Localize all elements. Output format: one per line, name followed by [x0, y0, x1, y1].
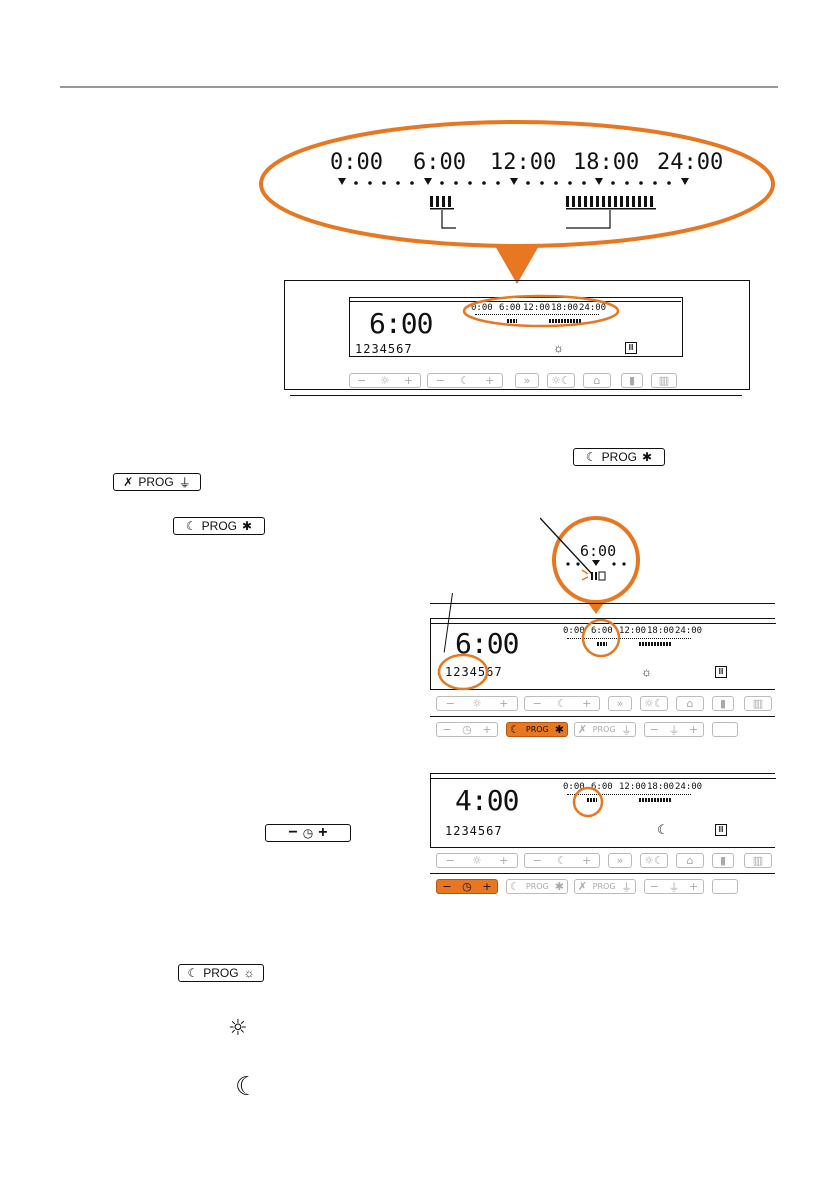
tick: 24:00	[675, 782, 703, 792]
night-temp-key[interactable]: −☾+	[524, 853, 600, 868]
moon-icon: ☾	[235, 1072, 259, 1102]
current-time: 4:00	[455, 784, 519, 817]
zoom-tick: 18:00	[573, 150, 640, 175]
prog-day-button[interactable]: ☾ PROG ✱	[173, 517, 265, 535]
tick: 0:00	[563, 782, 585, 792]
prog-water-key[interactable]: ✗PROG⏚	[574, 879, 636, 894]
mode-key[interactable]: ☼☾	[547, 373, 575, 388]
tick: 24:00	[675, 626, 703, 636]
info-key[interactable]: ▥	[744, 853, 772, 868]
zoom-callout	[259, 120, 775, 284]
zoom-tick: 6:00	[413, 150, 466, 175]
tick: 6:00	[591, 626, 613, 636]
day-temp-key[interactable]: −☼+	[436, 696, 518, 711]
sun-icon: ☼	[641, 665, 652, 679]
prog-day-button[interactable]: ☾ PROG ✱	[573, 448, 665, 466]
night-temp-key[interactable]: −☾+	[524, 696, 600, 711]
tick: 24:00	[579, 303, 607, 313]
tick: 0:00	[563, 626, 585, 636]
time-highlight-ring	[581, 619, 621, 658]
mode-key[interactable]: ☼☾	[640, 696, 668, 711]
day-indicator: 1234567	[445, 824, 503, 838]
forward-key[interactable]: »	[608, 853, 632, 868]
snowflake-icon: ✱	[642, 450, 653, 464]
clock-key[interactable]: −◷+	[436, 879, 498, 894]
tick: 18:00	[647, 626, 675, 636]
thermometer-key[interactable]: ▮	[621, 373, 643, 388]
current-time: 6:00	[369, 307, 433, 340]
day-highlight-ring	[437, 653, 489, 691]
zoom-highlight-ring	[462, 294, 620, 328]
display-panel-3: 4:00 0:00 6:00 12:00 18:00 24:00 1234567…	[430, 773, 776, 848]
thermometer-key[interactable]: ▮	[712, 853, 734, 868]
magnifier-callout	[540, 516, 640, 614]
callout-time: 6:00	[580, 542, 617, 560]
forward-key[interactable]: »	[608, 696, 632, 711]
forward-key[interactable]: »	[515, 373, 539, 388]
tick: 12:00	[523, 303, 551, 313]
sun-icon: ☼	[228, 1016, 248, 1041]
away-key[interactable]: ⌂	[676, 696, 704, 711]
moon-icon: ☾	[585, 450, 597, 464]
day-indicator: 1234567	[355, 342, 413, 356]
header-rule	[60, 86, 778, 88]
tap-icon: ⏚	[178, 475, 191, 490]
moon-icon: ☾	[185, 519, 197, 533]
time-highlight-ring	[572, 786, 604, 818]
tick: 6:00	[499, 303, 521, 313]
clock-button[interactable]: − ◷ +	[265, 824, 351, 842]
clock-icon: ◷	[462, 880, 472, 893]
zoom-tick: 12:00	[490, 150, 557, 175]
day-temp-key[interactable]: −☼+	[436, 853, 518, 868]
day-temp-key[interactable]: −☼+	[349, 373, 421, 388]
tick: 12:00	[619, 626, 647, 636]
radiator-icon: Ⅲ	[625, 342, 637, 354]
info-key[interactable]: ▥	[651, 373, 677, 388]
sun-icon: ☼	[553, 341, 564, 355]
prog-day-button[interactable]: ☾ PROG ☼	[178, 964, 264, 982]
radiator-icon: Ⅲ	[715, 666, 727, 678]
display-panel-1: 6:00 0:00 6:00 12:00 18:00 24:00 1234567…	[284, 280, 750, 390]
blank-key[interactable]	[712, 879, 738, 894]
prog-water-button[interactable]: ✗ PROG ⏚	[113, 473, 201, 491]
clock-icon: ◷	[302, 826, 314, 840]
radiator-icon: Ⅲ	[715, 824, 727, 836]
moon-icon: ☾	[657, 822, 669, 837]
prog-water-key[interactable]: ✗PROG⏚	[574, 722, 636, 737]
prog-day-key[interactable]: ☾PROG✱	[506, 722, 568, 737]
clock-icon: ◷	[462, 723, 472, 736]
water-temp-key[interactable]: −⏚+	[644, 879, 704, 894]
zoom-timeline	[338, 178, 689, 229]
display-panel-2: 6:00 0:00 6:00 12:00 18:00 24:00 1234567…	[430, 618, 776, 691]
mode-key[interactable]: ☼☾	[640, 853, 668, 868]
clock-key[interactable]: −◷+	[436, 722, 498, 737]
no-tap-icon: ✗	[123, 475, 134, 489]
away-key[interactable]: ⌂	[583, 373, 611, 388]
zoom-tick: 0:00	[330, 150, 383, 175]
prog-day-key[interactable]: ☾PROG✱	[506, 879, 568, 894]
plus-icon: +	[318, 824, 328, 841]
thermometer-key[interactable]: ▮	[712, 696, 734, 711]
tick: 12:00	[619, 782, 647, 792]
tick: 18:00	[647, 782, 675, 792]
moon-icon: ☾	[187, 966, 199, 980]
tick: 6:00	[591, 782, 613, 792]
snowflake-icon: ✱	[242, 519, 253, 533]
minus-icon: −	[288, 824, 298, 841]
night-temp-key[interactable]: −☾+	[427, 373, 503, 388]
sun-icon: ☼	[243, 966, 255, 980]
moon-icon: ☾	[510, 723, 520, 736]
tick: 0:00	[471, 303, 493, 313]
snowflake-icon: ✱	[554, 723, 564, 736]
zoom-tick: 24:00	[657, 150, 724, 175]
water-temp-key[interactable]: −⏚+	[644, 722, 704, 737]
tick: 18:00	[551, 303, 579, 313]
blank-key[interactable]	[712, 722, 738, 737]
info-key[interactable]: ▥	[744, 696, 772, 711]
away-key[interactable]: ⌂	[676, 853, 704, 868]
